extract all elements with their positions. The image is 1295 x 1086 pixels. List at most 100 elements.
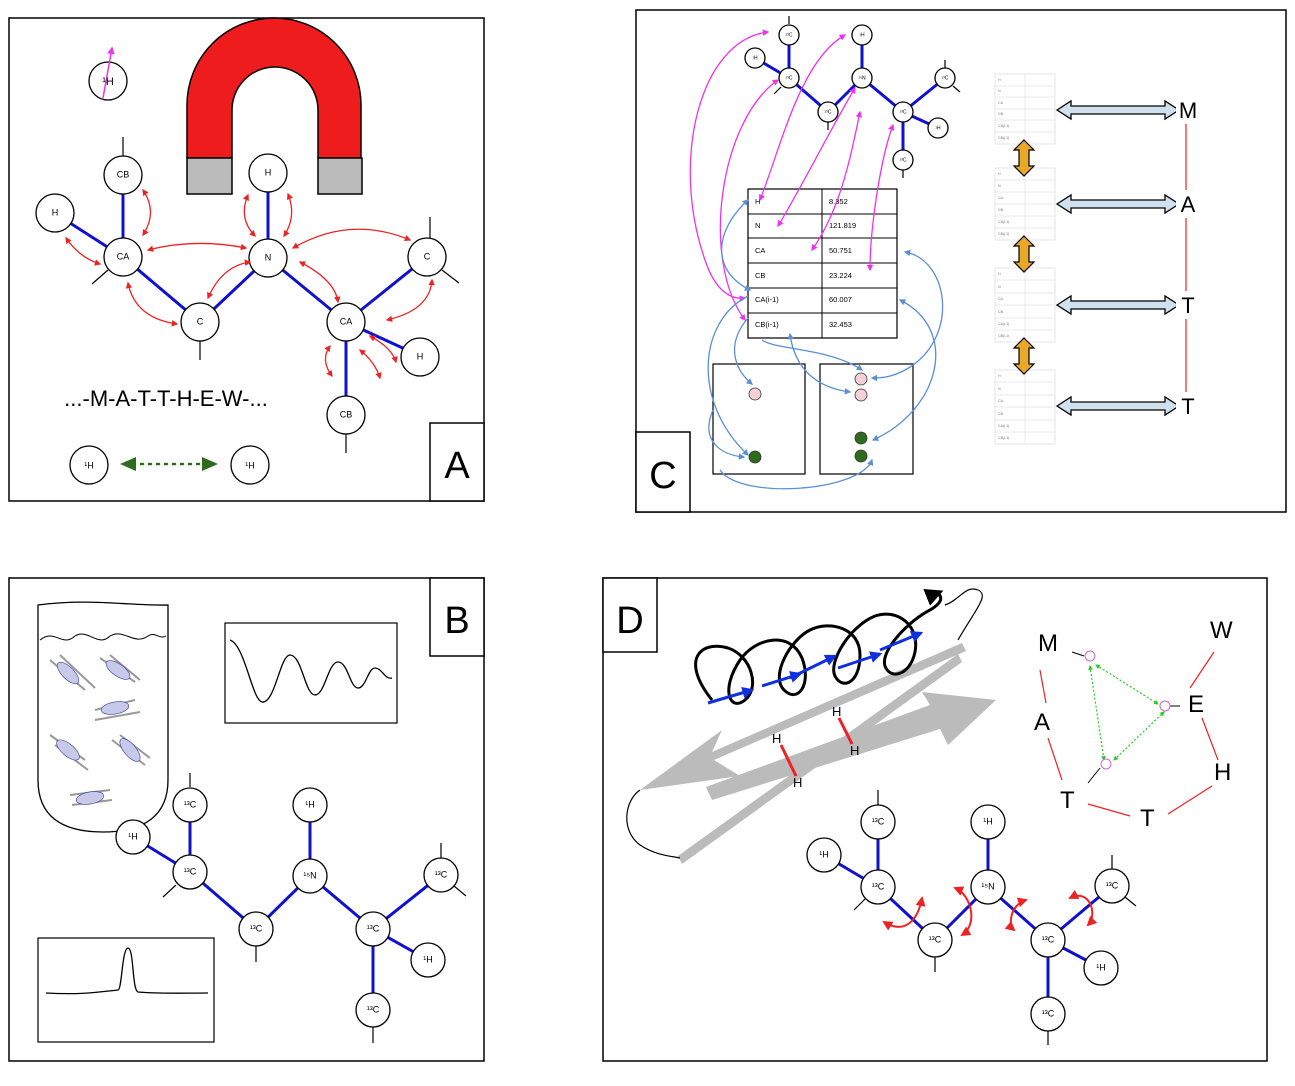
svg-text:CB: CB	[998, 208, 1004, 212]
svg-text:CB(i-1): CB(i-1)	[998, 232, 1009, 236]
table-shift: 50.751	[829, 246, 852, 255]
panel-a-label: A	[444, 445, 470, 487]
svg-text:¹H: ¹H	[305, 799, 315, 809]
d-atom-h-alpha2: ¹H	[1083, 950, 1119, 986]
residue-markers	[1071, 650, 1180, 784]
svg-text:¹³C: ¹³C	[786, 32, 793, 38]
svg-text:¹³C: ¹³C	[184, 799, 197, 809]
svg-text:¹H: ¹H	[935, 125, 941, 131]
c-atom-c3: ¹³C	[817, 101, 839, 123]
b-atom-n-mid: ¹⁵N	[292, 858, 328, 894]
fid-trace	[229, 639, 393, 703]
svg-text:CA: CA	[998, 399, 1004, 403]
svg-text:¹³C: ¹³C	[250, 923, 263, 933]
svg-text:H: H	[998, 172, 1001, 176]
svg-text:C: C	[197, 316, 204, 326]
b-atom-h-left: ¹H	[115, 819, 151, 855]
mini-table: H N CA CB CA(i-1) CB(i-1)	[994, 167, 1056, 241]
table-atom: CB	[755, 271, 765, 280]
svg-text:C: C	[424, 251, 431, 261]
panel-c: C ¹H ¹³C ¹³C ¹³C ¹H ¹⁵N ¹³C ¹³C ¹H ¹³C	[635, 9, 1287, 513]
seq-graph-letters: M W A E T H T	[1034, 617, 1233, 832]
c-atom-h2: ¹H	[851, 24, 873, 46]
table-atom: H	[755, 197, 760, 206]
svg-text:CB: CB	[117, 169, 130, 179]
svg-text:CA(i-1): CA(i-1)	[998, 322, 1009, 326]
svg-text:CA: CA	[998, 297, 1004, 301]
svg-text:¹³C: ¹³C	[942, 75, 949, 81]
noe-network	[1088, 664, 1165, 761]
svg-text:¹³C: ¹³C	[900, 109, 907, 115]
svg-text:¹³C: ¹³C	[872, 816, 885, 826]
svg-text:H: H	[998, 78, 1001, 82]
sequence-graph	[1039, 651, 1219, 817]
seq-t1: T	[1060, 787, 1075, 814]
seq-w: W	[1210, 617, 1233, 644]
c-atom-h3: ¹H	[927, 117, 949, 139]
helix-spring	[694, 589, 944, 705]
c-atom-n1: ¹⁵N	[851, 67, 873, 89]
atom-ca-right: CA	[326, 302, 366, 342]
svg-text:CA(i-1): CA(i-1)	[998, 424, 1009, 428]
panel-c-label: C	[649, 455, 676, 497]
panel-b-label: B	[444, 600, 469, 642]
noe-atom-right: ¹H	[230, 445, 270, 485]
b-atom-c-right: ¹³C	[423, 857, 459, 893]
d-atom-c-top: ¹³C	[860, 804, 896, 840]
svg-text:CB: CB	[998, 412, 1004, 416]
panel-d: D H H H H	[602, 577, 1268, 1062]
svg-text:H: H	[998, 272, 1001, 276]
noe-arrow	[120, 457, 218, 471]
svg-text:¹H: ¹H	[983, 816, 993, 826]
noe-atom-left: ¹H	[69, 445, 109, 485]
svg-text:H: H	[850, 743, 859, 758]
svg-text:¹³C: ¹³C	[367, 1004, 380, 1014]
panel-b-label-box	[429, 577, 485, 657]
atom-h-n: H	[248, 153, 288, 193]
panel-d-label: D	[616, 600, 643, 642]
c-atom-c6: ¹³C	[892, 149, 914, 171]
d-atom-c-alpha2: ¹³C	[1030, 922, 1066, 958]
svg-text:H: H	[265, 167, 272, 177]
svg-text:¹H: ¹H	[84, 460, 94, 470]
svg-text:CA: CA	[998, 101, 1004, 105]
svg-text:H: H	[793, 775, 802, 790]
svg-text:CB: CB	[998, 310, 1004, 314]
svg-text:CA(i-1): CA(i-1)	[998, 220, 1009, 224]
svg-text:N: N	[998, 89, 1001, 93]
svg-text:H: H	[772, 731, 781, 746]
svg-text:CA: CA	[998, 196, 1004, 200]
svg-text:¹³C: ¹³C	[1042, 1008, 1055, 1018]
atom-c-right: C	[407, 237, 447, 277]
svg-text:¹⁵N: ¹⁵N	[858, 75, 866, 81]
peak-spectrum-box	[37, 937, 215, 1043]
c-atom-c1: ¹³C	[778, 24, 800, 46]
svg-text:N: N	[998, 285, 1001, 289]
seq-m: M	[1038, 630, 1058, 657]
seq-letter-t: T	[1181, 293, 1194, 318]
seq-a: A	[1034, 709, 1050, 736]
svg-text:H: H	[52, 207, 59, 217]
svg-text:¹H: ¹H	[128, 831, 138, 841]
b-atom-c-alpha2: ¹³C	[355, 911, 391, 947]
table-shift: 60.007	[829, 295, 852, 304]
seq-bg	[1176, 190, 1198, 218]
svg-text:CA: CA	[117, 251, 130, 261]
magenta-assignment-arrows	[689, 29, 895, 322]
fid-spectrum-box	[224, 622, 398, 724]
chain-loop-top	[944, 588, 983, 641]
svg-text:¹H: ¹H	[819, 849, 829, 859]
svg-text:N: N	[998, 184, 1001, 188]
b-atom-c-mid: ¹³C	[238, 911, 274, 947]
atom-c-mid: C	[180, 302, 220, 342]
svg-text:¹³C: ¹³C	[1042, 934, 1055, 944]
b-atom-c-alpha: ¹³C	[172, 854, 208, 890]
svg-text:CB: CB	[998, 112, 1004, 116]
torsion-angle-arrows	[882, 886, 1098, 937]
svg-text:CA: CA	[340, 316, 353, 326]
c-atom-c5: ¹³C	[892, 101, 914, 123]
b-atom-c-bottom: ¹³C	[355, 992, 391, 1028]
atom-h-ca: H	[400, 337, 440, 377]
